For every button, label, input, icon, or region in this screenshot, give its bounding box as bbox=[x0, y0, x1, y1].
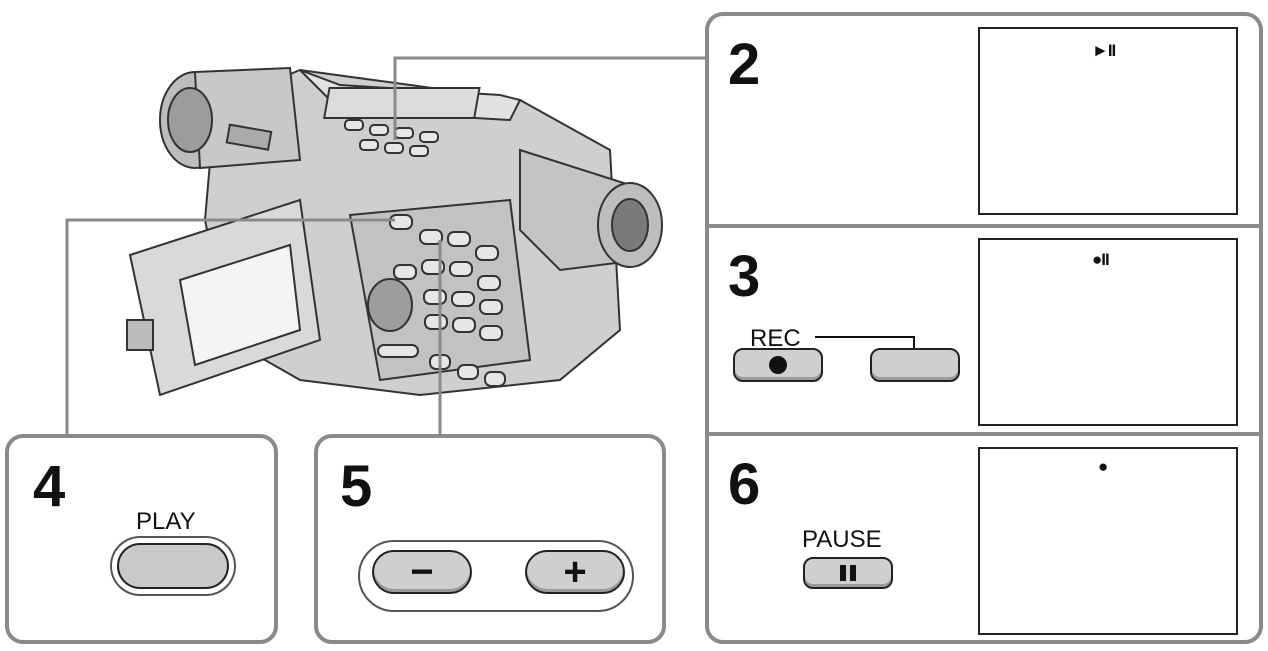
step-4-panel bbox=[5, 434, 278, 644]
step-6-number: 6 bbox=[728, 452, 761, 517]
pause-button[interactable] bbox=[803, 557, 893, 589]
pause-bars-icon bbox=[840, 565, 856, 581]
step-3-number: 3 bbox=[728, 244, 761, 309]
divider-1 bbox=[709, 224, 1259, 228]
record-indicator: ● bbox=[1098, 457, 1108, 476]
step-3-screen: ●II bbox=[978, 238, 1238, 426]
step-2-screen: ►II bbox=[978, 27, 1238, 215]
record-dot-icon bbox=[769, 356, 787, 374]
play-pause-icon: ►II bbox=[1092, 41, 1116, 60]
play-label: PLAY bbox=[136, 508, 196, 535]
play-button[interactable] bbox=[117, 543, 229, 589]
step-2-number: 2 bbox=[728, 32, 761, 97]
plus-icon: + bbox=[563, 550, 587, 594]
step-4-number: 4 bbox=[33, 454, 66, 519]
plus-button[interactable]: + bbox=[525, 550, 625, 594]
camcorder-illustration bbox=[65, 56, 706, 434]
step-5-number: 5 bbox=[340, 454, 373, 519]
rec-button[interactable] bbox=[733, 348, 823, 382]
pause-label: PAUSE bbox=[802, 526, 882, 553]
rec-pause-icon: ●II bbox=[1092, 250, 1110, 269]
minus-icon: − bbox=[410, 550, 434, 594]
divider-2 bbox=[709, 432, 1259, 436]
rec-label: REC bbox=[750, 325, 801, 352]
second-button[interactable] bbox=[870, 348, 960, 382]
minus-button[interactable]: − bbox=[372, 550, 472, 594]
step-6-screen: ● bbox=[978, 447, 1238, 635]
rec-connector-line bbox=[815, 336, 915, 350]
